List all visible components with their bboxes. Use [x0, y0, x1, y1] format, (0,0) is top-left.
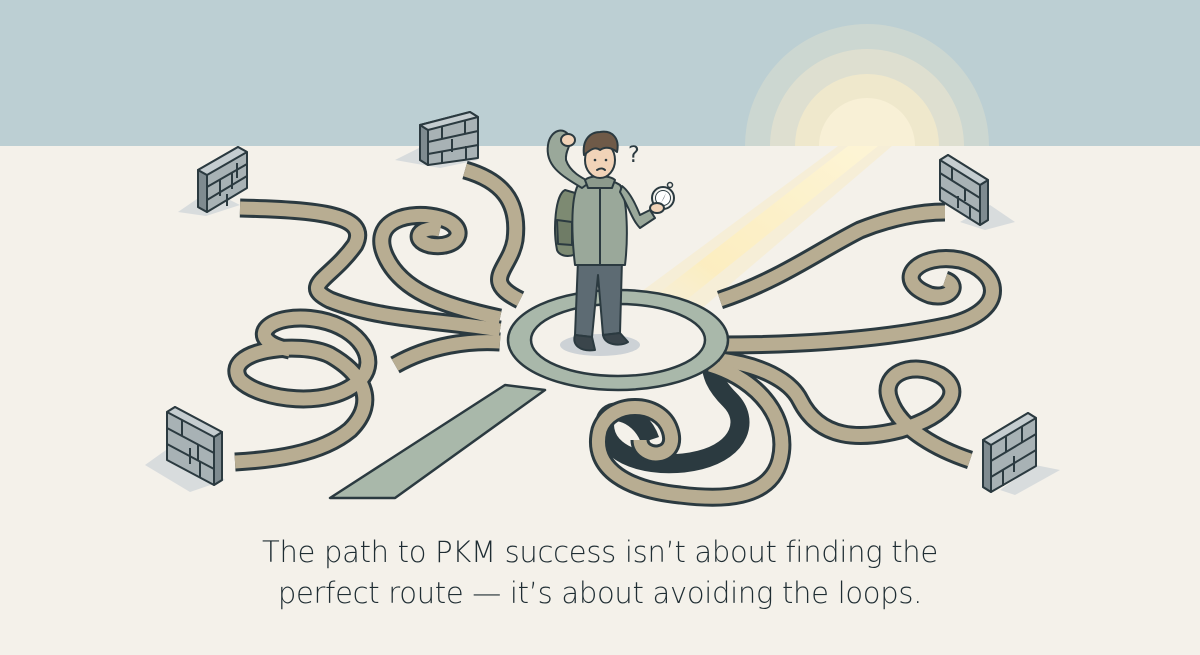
caption-line-1: The path to PKM success isn’t about find… [262, 535, 938, 569]
wall-icon [197, 146, 248, 213]
brick-walls [166, 111, 1037, 493]
person-shadow [560, 334, 640, 356]
sun-icon [745, 24, 989, 146]
compass-icon [649, 181, 675, 214]
light-beam [650, 146, 878, 305]
wall-icon [982, 412, 1037, 493]
wall-icon [939, 154, 989, 226]
loop-paths [227, 160, 1002, 507]
confused-hiker [546, 129, 656, 356]
wall-icon [166, 406, 223, 486]
wall-icon [419, 111, 479, 166]
caption-line-2: perfect route — it’s about avoiding the … [277, 576, 923, 610]
caption: The path to PKM success isn’t about find… [0, 532, 1200, 614]
sky [0, 0, 1200, 146]
question-mark-icon: ? [628, 143, 640, 168]
